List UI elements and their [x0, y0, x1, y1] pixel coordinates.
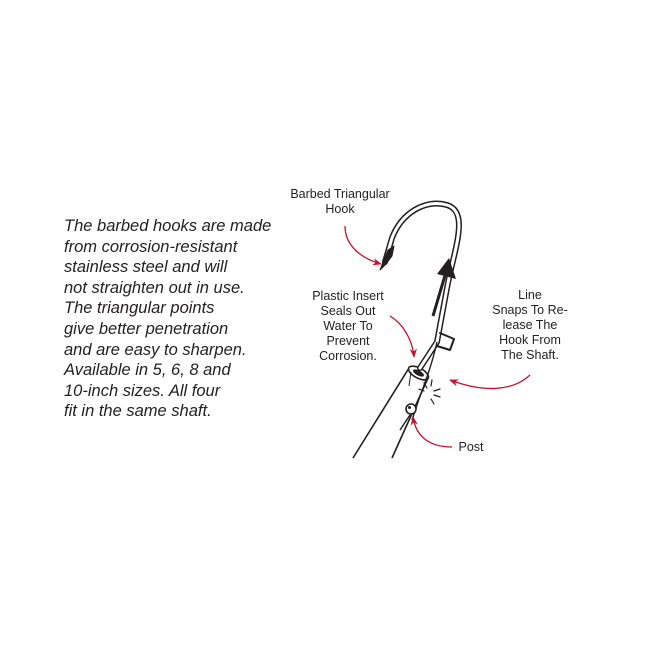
description-line: not straighten out in use. [64, 278, 245, 297]
post-knob [399, 403, 417, 431]
barbed-hook-arrow [344, 225, 382, 266]
description-line: 10-inch sizes. All four [64, 381, 221, 400]
pull-direction-arrow [431, 258, 456, 317]
shaft [352, 365, 430, 459]
description-line: stainless steel and will [64, 258, 228, 277]
line-snaps-label: Line Snaps To Re- lease The Hook From Th… [492, 288, 568, 362]
post-arrow [410, 416, 453, 448]
plastic-insert-label: Plastic Insert Seals Out Water To Preven… [312, 289, 384, 363]
post-label: Post [458, 440, 484, 454]
description-line: Available in 5, 6, 8 and [64, 361, 231, 380]
plastic-insert-arrow [389, 315, 418, 358]
description-line: The barbed hooks are made [64, 217, 272, 235]
line-snaps-arrow [449, 374, 531, 390]
description-line: and are easy to sharpen. [64, 340, 247, 359]
snap-line [411, 341, 438, 421]
description-line: fit in the same shaft. [64, 402, 212, 421]
callout-arrows [344, 225, 531, 448]
description-line: from corrosion-resistant [64, 237, 238, 256]
snap-burst [418, 379, 441, 405]
description-line: give better penetration [64, 319, 229, 338]
description-text: The barbed hooks are made from corrosion… [64, 216, 314, 422]
barbed-hook-label: Barbed Triangular Hook [290, 187, 390, 216]
description-line: The triangular points [64, 299, 215, 318]
